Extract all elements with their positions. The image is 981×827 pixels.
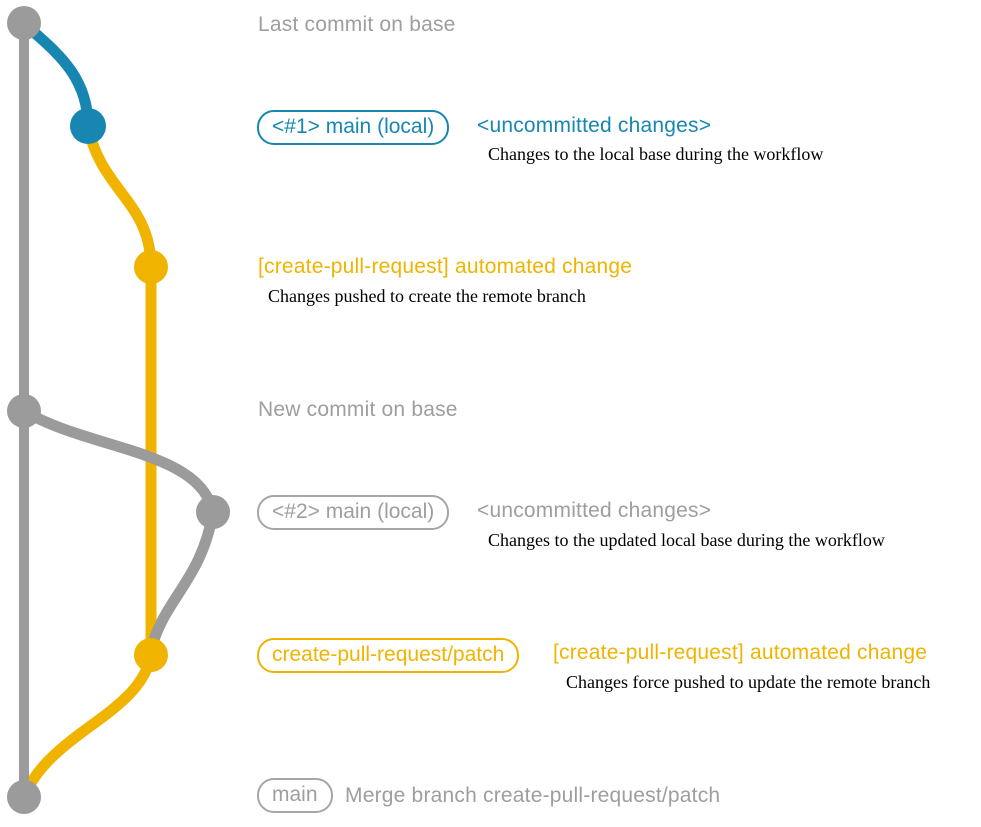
commit-dot-local-main-2 [196, 495, 230, 529]
desc-pushed-to-create-branch: Changes pushed to create the remote bran… [268, 286, 586, 306]
desc-updated-local-base-changes: Changes to the updated local base during… [488, 530, 885, 550]
label-automated-change-1: [create-pull-request] automated change [258, 255, 633, 278]
label-uncommitted-changes-2: <uncommitted changes> [477, 499, 712, 522]
label-uncommitted-changes-1: <uncommitted changes> [477, 114, 712, 137]
label-last-commit-on-base: Last commit on base [258, 13, 456, 36]
edge-local1-to-patch-commit1 [82, 120, 157, 273]
git-graph [7, 6, 230, 814]
branch-badge-patch-text: create-pull-request/patch [257, 638, 520, 673]
desc-local-base-changes-1: Changes to the local base during the wor… [488, 144, 824, 164]
branch-badge-main: main [257, 778, 333, 813]
edge-base-to-local2 [18, 405, 219, 518]
branch-badge-main-local-2: <#2> main (local) [257, 495, 450, 530]
branch-badge-main-local-1-text: <#1> main (local) [257, 110, 450, 145]
commit-dot-merge [7, 780, 41, 814]
commit-dot-new-commit-on-base [7, 394, 41, 428]
edge-base-to-local1 [18, 17, 94, 132]
label-new-commit-on-base: New commit on base [258, 398, 458, 421]
branch-badge-main-text: main [257, 778, 333, 813]
branch-badge-main-local-1: <#1> main (local) [257, 110, 450, 145]
label-automated-change-2: [create-pull-request] automated change [553, 641, 928, 664]
edge-patch-to-merge [18, 649, 157, 803]
commit-dot-local-main-1 [70, 108, 106, 144]
branch-badge-main-local-2-text: <#2> main (local) [257, 495, 450, 530]
edge-local2-to-patch-commit2 [145, 506, 219, 656]
label-merge-branch-message: Merge branch create-pull-request/patch [345, 784, 721, 807]
commit-dot-automated-change-2 [134, 638, 168, 672]
desc-force-pushed-update-branch: Changes force pushed to update the remot… [566, 672, 931, 692]
commit-dot-automated-change-1 [134, 250, 168, 284]
commit-dot-last-commit-on-base [7, 6, 41, 40]
branch-badge-patch: create-pull-request/patch [257, 638, 520, 673]
